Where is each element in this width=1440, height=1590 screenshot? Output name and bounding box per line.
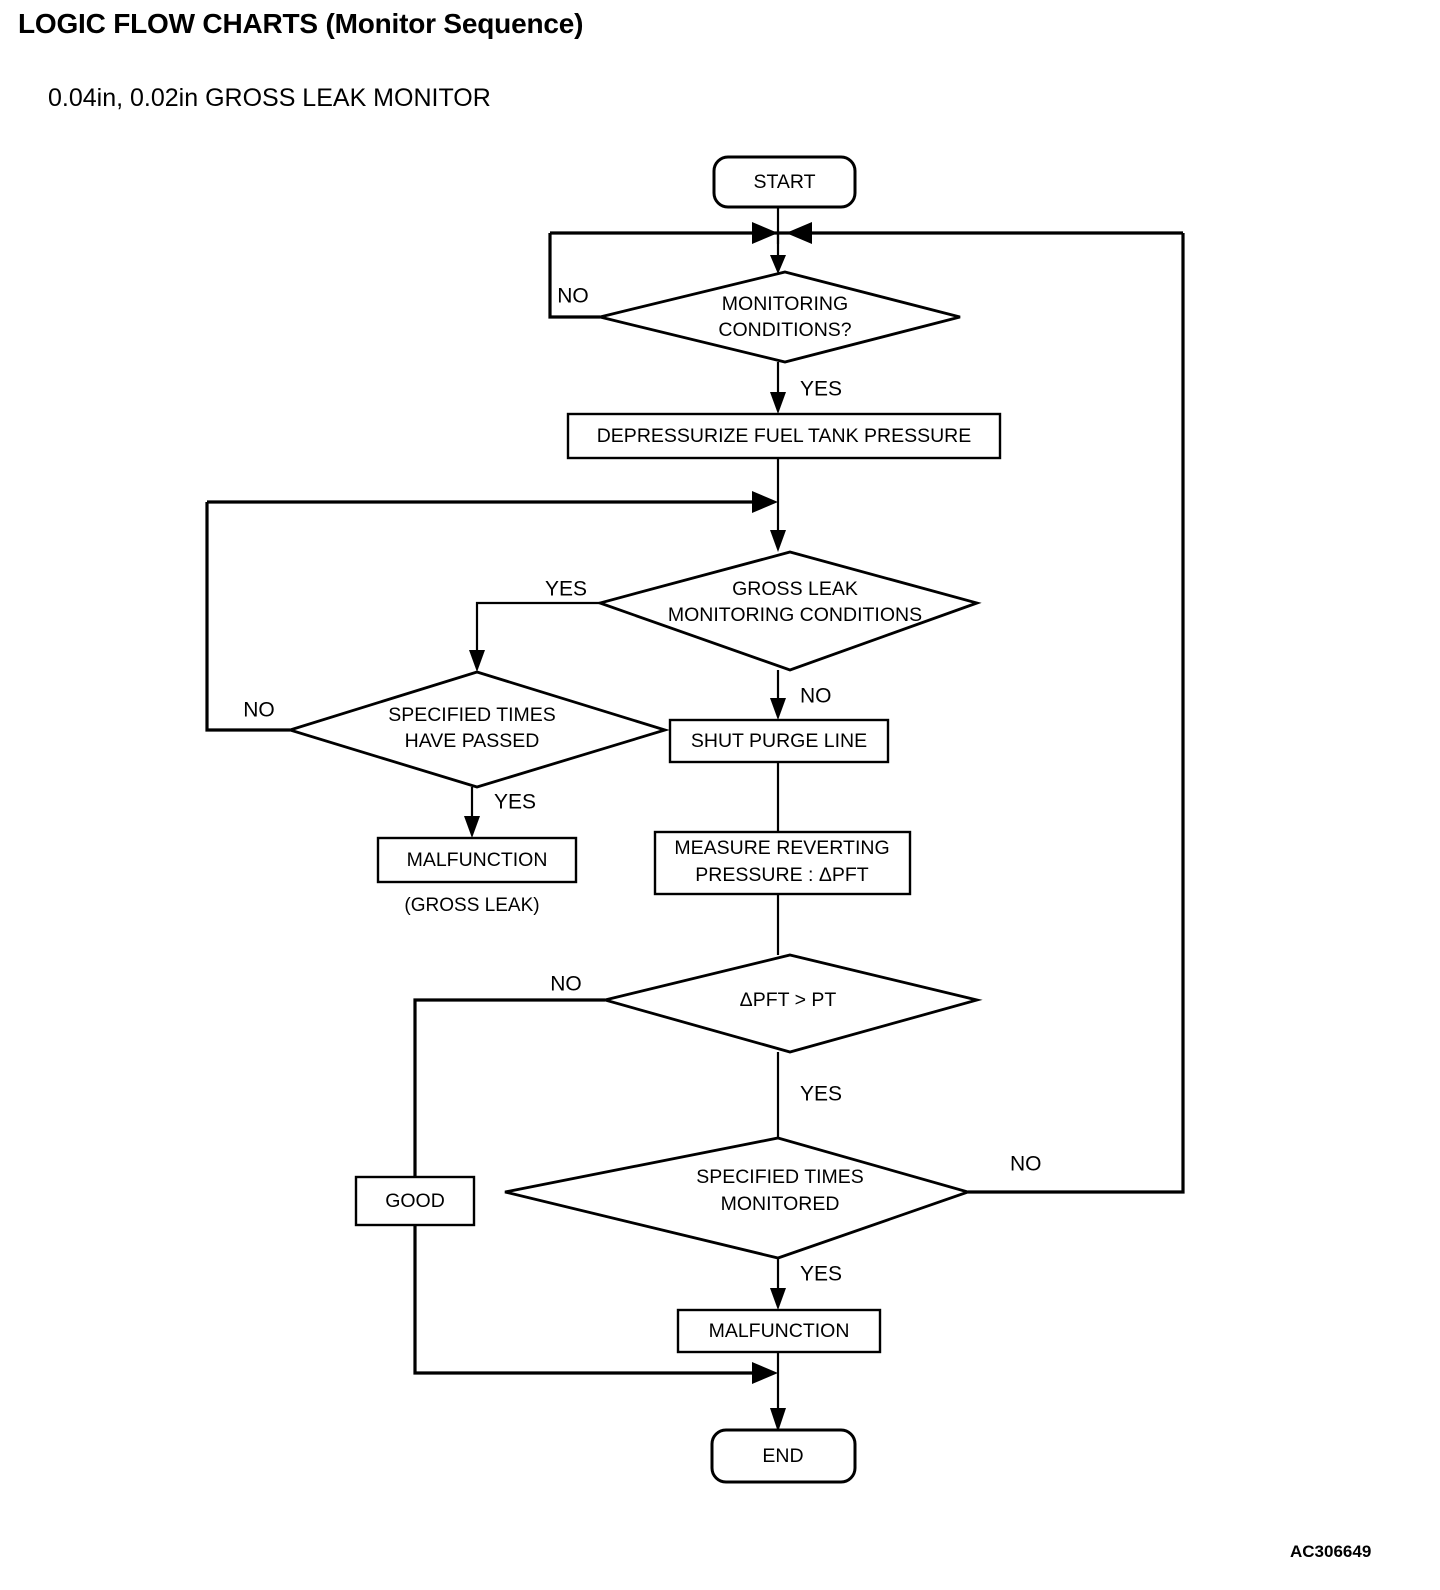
node-pft-compare: ΔPFT > PT [599,953,983,1054]
node-specified-times-monitored: SPECIFIED TIMES MONITORED [504,1136,973,1260]
node-measure-reverting-pressure: MEASURE REVERTING PRESSURE : ΔPFT [653,830,912,896]
times-passed-line2: HAVE PASSED [405,730,540,752]
times-passed-line1: SPECIFIED TIMES [388,704,556,726]
end-label: END [762,1445,803,1467]
gross-leak-conditions-shape [595,550,982,672]
artwork-code: AC306649 [1290,1542,1372,1561]
node-shut-purge-line: SHUT PURGE LINE [668,718,890,764]
depressurize-label: DEPRESSURIZE FUEL TANK PRESSURE [597,425,972,447]
arrowhead-to-times-passed [469,650,485,672]
good-shape [354,1175,476,1227]
arrowhead-to-depressurize [770,392,786,414]
gross-leak-note: (GROSS LEAK) [404,895,539,916]
good-label: GOOD [385,1190,445,1212]
edge-label-no-times-passed: NO [243,699,275,722]
edge-label-no-pft: NO [550,973,582,996]
node-gross-leak-conditions: GROSS LEAK MONITORING CONDITIONS [595,550,982,672]
edge-label-yes-monitoring: YES [800,378,842,401]
monitoring-conditions-line1: MONITORING [722,293,848,315]
edge-good-to-end [413,1225,760,1375]
edge-label-no-times-monitored: NO [1010,1153,1042,1176]
page-subtitle: 0.04in, 0.02in GROSS LEAK MONITOR [48,84,491,112]
monitoring-conditions-line2: CONDITIONS? [718,319,851,341]
edge-pft-no [413,998,605,1177]
gross-leak-line2: MONITORING CONDITIONS [668,604,922,626]
arrowhead-good-join-end [752,1362,778,1384]
gross-leak-line1: GROSS LEAK [732,578,858,600]
measure-shape [653,830,912,896]
arrowhead-to-shut-purge [770,698,786,720]
node-end: END [710,1428,857,1484]
arrowhead-to-monitoring [770,255,786,274]
pft-compare-label: ΔPFT > PT [740,989,837,1011]
malfunction-label: MALFUNCTION [709,1320,850,1342]
arrowhead-merge-from-right [786,222,812,244]
malfunction-gross-shape [376,836,578,884]
node-malfunction-gross-leak: MALFUNCTION (GROSS LEAK) [376,836,578,916]
arrowhead-to-malfunction [770,1288,786,1310]
times-passed-shape [285,670,670,789]
times-monitored-line2: MONITORED [721,1193,840,1215]
measure-line1: MEASURE REVERTING [674,837,889,859]
edge-gross-leak-yes [475,601,600,662]
edge-times-monitored-no [968,233,1185,1194]
depressurize-shape [566,412,1002,460]
start-label: START [753,171,815,193]
edge-label-yes-times-monitored: YES [800,1263,842,1286]
edge-label-yes-times-passed: YES [494,791,536,814]
start-terminator-shape [712,155,857,209]
malfunction-gross-label: MALFUNCTION [407,849,548,871]
shut-purge-shape [668,718,890,764]
node-specified-times-have-passed: SPECIFIED TIMES HAVE PASSED [285,670,670,789]
arrowhead-return-to-gross-leak [752,491,778,513]
node-good: GOOD [354,1175,476,1227]
arrowhead-to-end [770,1408,786,1432]
arrowhead-to-malfunction-gross [464,816,480,838]
edge-times-passed-no [205,502,290,732]
arrowhead-to-gross-leak [770,530,786,552]
shut-purge-label: SHUT PURGE LINE [691,730,867,752]
page-title: LOGIC FLOW CHARTS (Monitor Sequence) [18,8,584,39]
edge-monitoring-no-loop [548,233,600,319]
edge-label-no-gross-leak: NO [800,685,832,708]
node-malfunction: MALFUNCTION [676,1308,882,1354]
node-monitoring-conditions: MONITORING CONDITIONS? [599,270,961,364]
pft-compare-shape [599,953,983,1054]
monitoring-conditions-shape [599,270,961,364]
times-monitored-line1: SPECIFIED TIMES [696,1166,864,1188]
edge-label-yes-pft: YES [800,1083,842,1106]
measure-line2: PRESSURE : ΔPFT [695,864,868,886]
node-start: START [712,155,857,209]
edge-label-no-monitoring: NO [557,285,589,308]
arrowhead-merge-from-left [752,222,778,244]
node-depressurize: DEPRESSURIZE FUEL TANK PRESSURE [566,412,1002,460]
end-terminator-shape [710,1428,857,1484]
edge-label-yes-gross-leak: YES [545,578,587,601]
